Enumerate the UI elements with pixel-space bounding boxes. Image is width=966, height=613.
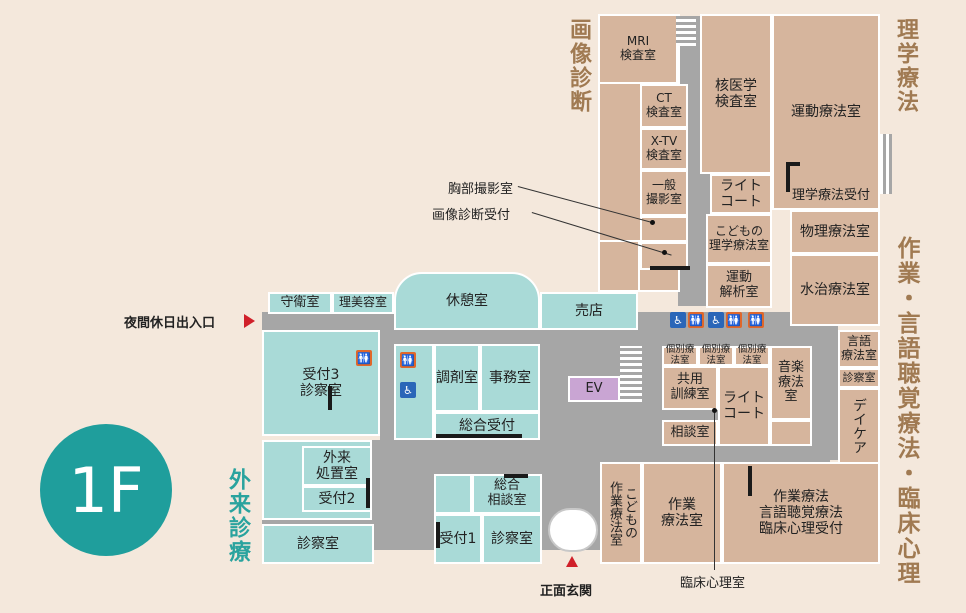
wheelchair-icon-3: ♿ <box>400 382 416 398</box>
counter-reception3 <box>328 386 332 410</box>
room-individual-3: 個別療法室 <box>734 344 770 366</box>
restroom-icon-4: 🚻 <box>356 350 372 366</box>
leader-clinical-psych-dot <box>712 408 717 413</box>
room-ct: CT 検査室 <box>640 84 688 128</box>
stairs-north <box>676 16 696 46</box>
counter-pt <box>786 162 790 192</box>
room-consult-block <box>434 474 472 514</box>
restroom-icon-5: 🚻 <box>400 352 416 368</box>
leader-chest-dot <box>650 220 655 225</box>
room-kids-pt: こどもの 理学療法室 <box>706 214 772 264</box>
room-ot: 作業 療法室 <box>642 462 722 564</box>
room-shop: 売店 <box>540 292 638 330</box>
counter-reception2 <box>366 478 370 508</box>
room-imaging-small-1 <box>598 240 640 292</box>
room-barber: 理美容室 <box>332 292 394 314</box>
room-individual-2: 個別療法室 <box>698 344 734 366</box>
room-ot-reception: 作業療法 言語聴覚療法 臨床心理受付 <box>722 462 880 564</box>
room-kids-ot: こどもの 作業療法室 <box>600 462 642 564</box>
section-pt: 理学療法 <box>893 18 918 114</box>
restroom-icon: 🚻 <box>688 312 704 328</box>
room-office: 事務室 <box>480 344 540 412</box>
pt-reception-label: 理学療法受付 <box>792 188 871 203</box>
leader-clinical-psych <box>714 410 715 570</box>
floor-badge: 1F <box>40 424 172 556</box>
room-xtv: X-TV 検査室 <box>640 128 688 170</box>
room-nuclear: 核医学 検査室 <box>700 14 772 174</box>
room-individual-1: 個別療法室 <box>662 344 698 366</box>
room-exercise: 運動療法室 <box>772 14 880 210</box>
restroom-icon-2: 🚻 <box>726 312 742 328</box>
wheelchair-icon-2: ♿ <box>708 312 724 328</box>
room-general-xray: 一般 撮影室 <box>640 170 688 216</box>
annotation-chest: 胸部撮影室 <box>448 182 514 197</box>
section-outpatient: 外来診療 <box>225 468 250 564</box>
room-outpatient-treatment: 外来 処置室 <box>302 446 372 486</box>
room-guard: 守衛室 <box>268 292 332 314</box>
room-mri: MRI 検査室 <box>598 14 678 84</box>
annotation-imaging-reception: 画像診断受付 <box>432 208 511 223</box>
room-pharmacy: 調剤室 <box>434 344 480 412</box>
main-entrance-label: 正面玄関 <box>540 584 593 599</box>
leader-imaging-reception-dot <box>662 250 667 255</box>
main-entrance-doors <box>548 508 598 552</box>
room-physical: 物理療法室 <box>790 210 880 254</box>
room-motion: 運動 解析室 <box>706 264 772 308</box>
room-shared-training: 共用 訓練室 <box>662 366 718 410</box>
annotation-clinical-psych: 臨床心理室 <box>680 576 746 591</box>
room-exam: 診察室 <box>262 524 374 564</box>
counter-general <box>436 434 522 438</box>
section-ot: 作業・言語聴覚療法・臨床心理 <box>893 236 919 586</box>
room-music: 音楽 療法室 <box>770 346 812 420</box>
room-speech: 言語 療法室 <box>838 330 880 368</box>
counter-pt-top <box>786 162 800 166</box>
night-entrance-label: 夜間休日出入口 <box>124 316 216 331</box>
room-reception3: 受付3 診察室 <box>262 330 380 436</box>
room-light-court-top: ライト コート <box>710 174 772 214</box>
room-light-court-mid: ライト コート <box>718 366 770 446</box>
room-hydro: 水治療法室 <box>790 254 880 326</box>
room-general-consult: 総合 相談室 <box>472 474 542 514</box>
wheelchair-icon: ♿ <box>670 312 686 328</box>
room-ev: EV <box>568 376 620 402</box>
night-entrance-arrow <box>244 314 255 328</box>
room-consult: 相談室 <box>662 420 718 446</box>
room-lounge: 休憩室 <box>394 272 540 330</box>
counter-consult <box>504 474 528 478</box>
main-entrance-arrow <box>566 556 578 567</box>
stairs-east <box>880 134 892 194</box>
room-reception1: 受付1 <box>434 514 482 564</box>
restroom-icon-3: 🚻 <box>748 312 764 328</box>
room-exam-s: 診察室 <box>838 368 880 388</box>
stairs-central <box>620 346 642 402</box>
counter-imaging <box>650 266 690 270</box>
room-misc-mid <box>770 420 812 446</box>
counter-ot <box>748 466 752 496</box>
corridor-east <box>826 330 838 460</box>
floor-label: 1F <box>68 453 144 527</box>
room-daycare: デイケア <box>838 388 880 464</box>
section-imaging: 画像診断 <box>566 18 591 114</box>
counter-reception1 <box>436 522 440 548</box>
room-reception2: 受付2 <box>302 486 372 512</box>
room-exam-1: 診察室 <box>482 514 542 564</box>
